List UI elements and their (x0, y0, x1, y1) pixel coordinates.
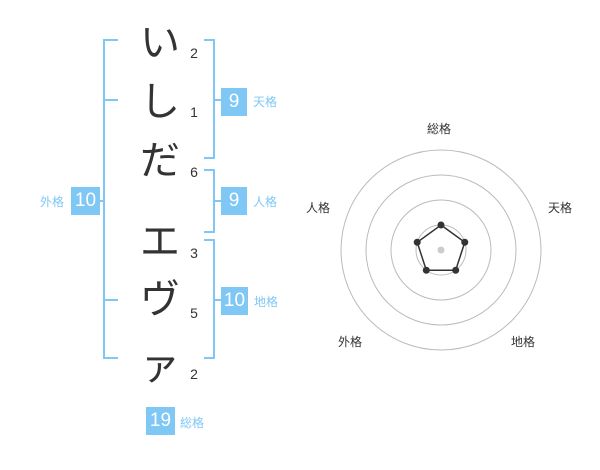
name-char-5: ヴ (140, 277, 180, 323)
radar-ring-3 (365, 174, 517, 326)
radar-ring-2 (390, 199, 492, 301)
soukaku-label: 総格 (180, 416, 205, 430)
stroke-count-4: 3 (190, 245, 198, 261)
radar-center-dot (437, 246, 445, 254)
name-char-2: し (140, 79, 180, 125)
name-char-4: エ (140, 219, 180, 265)
chikaku-label: 地格 (254, 295, 279, 309)
radar-point-5 (413, 238, 421, 246)
gaikaku-bracket (103, 39, 118, 359)
tenkaku-label: 天格 (253, 95, 278, 109)
name-char-3: だ (140, 138, 180, 184)
radar-point-3 (452, 266, 460, 274)
gaikaku-label: 外格 (40, 195, 65, 209)
radar-axis-label: 天格 (548, 201, 573, 215)
name-char-6: ァ (140, 343, 180, 389)
name-char-1: い (140, 20, 180, 66)
stroke-count-1: 2 (190, 45, 198, 61)
radar-point-2 (461, 238, 469, 246)
gaikaku-badge: 10 (71, 187, 100, 215)
tenkaku-badge: 9 (221, 88, 247, 116)
stroke-count-2: 1 (190, 104, 198, 120)
jinkaku-badge: 9 (221, 187, 247, 215)
soukaku-badge: 19 (146, 407, 175, 435)
jinkaku-label: 人格 (253, 195, 278, 209)
stroke-count-6: 2 (190, 366, 198, 382)
radar-axis-label: 人格 (306, 201, 331, 215)
stroke-count-5: 5 (190, 305, 198, 321)
radar-axis-label: 地格 (511, 335, 536, 349)
radar-ring-4 (340, 149, 542, 351)
radar-point-4 (422, 266, 430, 274)
stroke-count-3: 6 (190, 164, 198, 180)
chikaku-badge: 10 (221, 287, 248, 315)
radar-axis-label: 外格 (338, 335, 363, 349)
radar-axis-label: 総格 (427, 122, 452, 136)
radar-point-1 (437, 221, 445, 229)
